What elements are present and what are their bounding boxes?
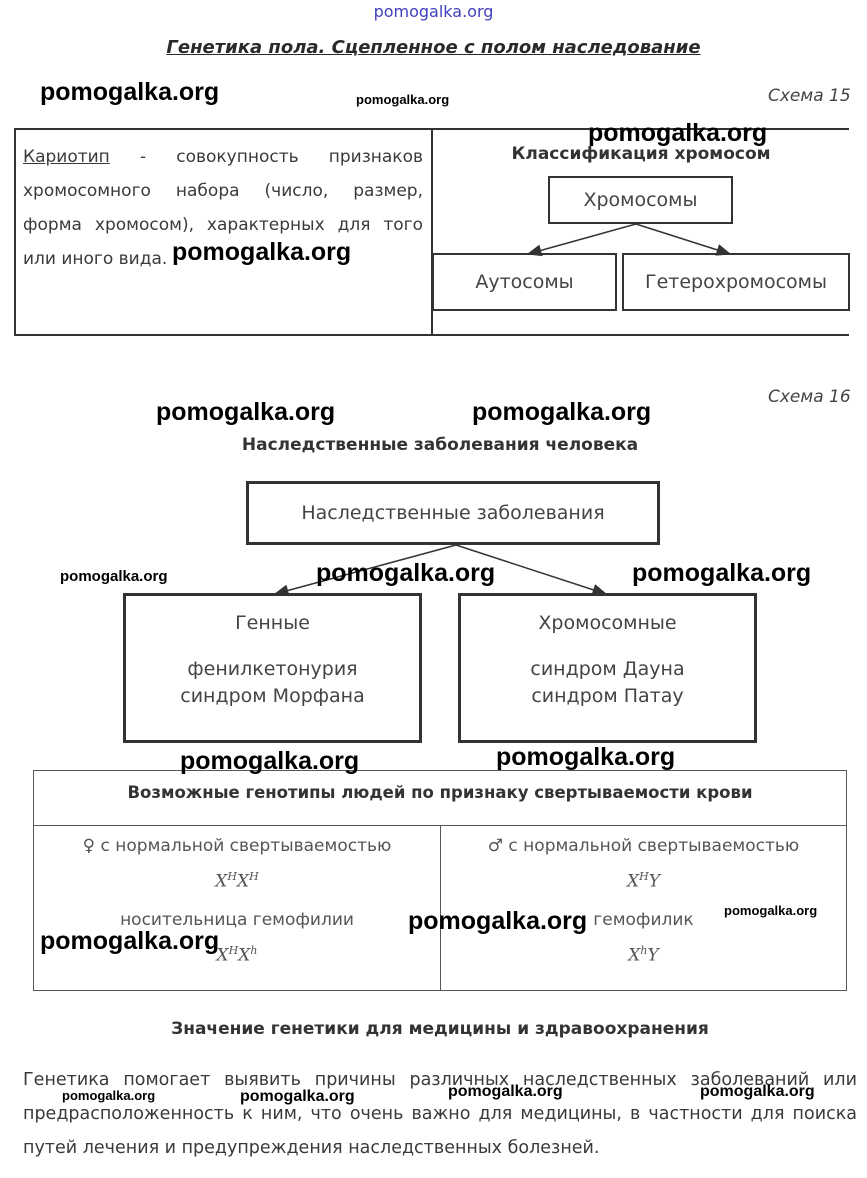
genotypes-column-divider	[440, 825, 441, 991]
watermark-top: pomogalka.org	[373, 2, 494, 21]
male-symbol-icon: ♂	[487, 836, 504, 856]
chromosomal-heading: Хромосомные	[538, 612, 677, 634]
chromosomes-label: Хромосомы	[583, 189, 698, 211]
arrow-to-chromosomal	[455, 544, 608, 596]
male-normal-formula: XHY	[627, 870, 660, 892]
scheme16-title: Наследственные заболевания человека	[241, 435, 639, 455]
genetic-diseases-box: Генные фенилкетонурия синдром Морфана	[123, 593, 422, 743]
karyotype-term: Кариотип	[23, 147, 110, 167]
female-carrier-label: носительница гемофилии	[120, 910, 354, 930]
female-symbol-icon: ♀	[82, 836, 96, 856]
watermark: pomogalka.org	[356, 92, 450, 107]
watermark: pomogalka.org	[724, 903, 818, 918]
watermark: pomogalka.org	[40, 927, 220, 955]
medicine-text: Генетика помогает выявить причины различ…	[23, 1070, 857, 1158]
watermark: pomogalka.org	[588, 119, 768, 147]
chromosomal-diseases-box: Хромосомные синдром Дауна синдром Патау	[458, 593, 757, 743]
page-title: Генетика пола. Сцепленное с полом наслед…	[166, 37, 701, 58]
genotypes-title: Возможные генотипы людей по признаку све…	[127, 783, 753, 802]
male-normal-label: ♂ с нормальной свертываемостью	[487, 836, 800, 856]
arrow-to-genetic	[273, 544, 457, 597]
autosomes-label: Аутосомы	[475, 271, 574, 293]
chromosomal-item-2: синдром Патау	[531, 685, 684, 707]
watermark: pomogalka.org	[632, 559, 812, 587]
watermark: pomogalka.org	[62, 1088, 156, 1103]
watermark: pomogalka.org	[240, 1088, 355, 1105]
karyotype-definition: Кариотип - совокупность признаков хромос…	[23, 140, 423, 276]
male-hemophiliac-formula: XhY	[628, 944, 659, 966]
chromosomes-box: Хромосомы	[548, 176, 733, 224]
watermark: pomogalka.org	[60, 568, 168, 585]
scheme15-divider	[431, 128, 433, 336]
female-normal-label: ♀ с нормальной свертываемостью	[82, 836, 392, 856]
watermark: pomogalka.org	[448, 1083, 563, 1100]
watermark: pomogalka.org	[700, 1083, 815, 1100]
arrow-to-heterochromosomes	[635, 223, 732, 256]
chromosomal-item-1: синдром Дауна	[530, 658, 685, 680]
watermark: pomogalka.org	[496, 743, 676, 771]
male-hemophiliac-label: гемофилик	[593, 910, 694, 930]
scheme16-arrows	[273, 544, 608, 597]
karyotype-text: - совокупность признаков хромосомного на…	[23, 147, 423, 269]
heterochromosomes-label: Гетерохромосомы	[644, 271, 827, 293]
genetic-heading: Генные	[235, 612, 310, 634]
watermark: pomogalka.org	[40, 78, 220, 106]
scheme15-label: Схема 15	[768, 86, 851, 106]
watermark: pomogalka.org	[156, 398, 336, 426]
female-normal-formula: XHXH	[215, 870, 259, 892]
watermark: pomogalka.org	[472, 398, 652, 426]
watermark: pomogalka.org	[172, 238, 352, 266]
genetic-item-2: синдром Морфана	[180, 685, 365, 707]
female-carrier-formula: XHXh	[216, 944, 258, 966]
autosomes-box: Аутосомы	[432, 253, 617, 311]
watermark: pomogalka.org	[316, 559, 496, 587]
scheme16-label: Схема 16	[768, 387, 851, 407]
heterochromosomes-box: Гетерохромосомы	[622, 253, 850, 311]
medicine-title: Значение генетики для медицины и здравоо…	[171, 1019, 709, 1039]
hereditary-diseases-label: Наследственные заболевания	[301, 502, 605, 524]
scheme15-arrows	[526, 223, 732, 257]
watermark: pomogalka.org	[408, 907, 588, 935]
genetic-item-1: фенилкетонурия	[187, 658, 358, 680]
hereditary-diseases-box: Наследственные заболевания	[246, 481, 660, 545]
classification-title: Классификация хромосом	[511, 144, 771, 164]
arrow-to-autosomes	[526, 223, 637, 257]
watermark: pomogalka.org	[180, 747, 360, 775]
